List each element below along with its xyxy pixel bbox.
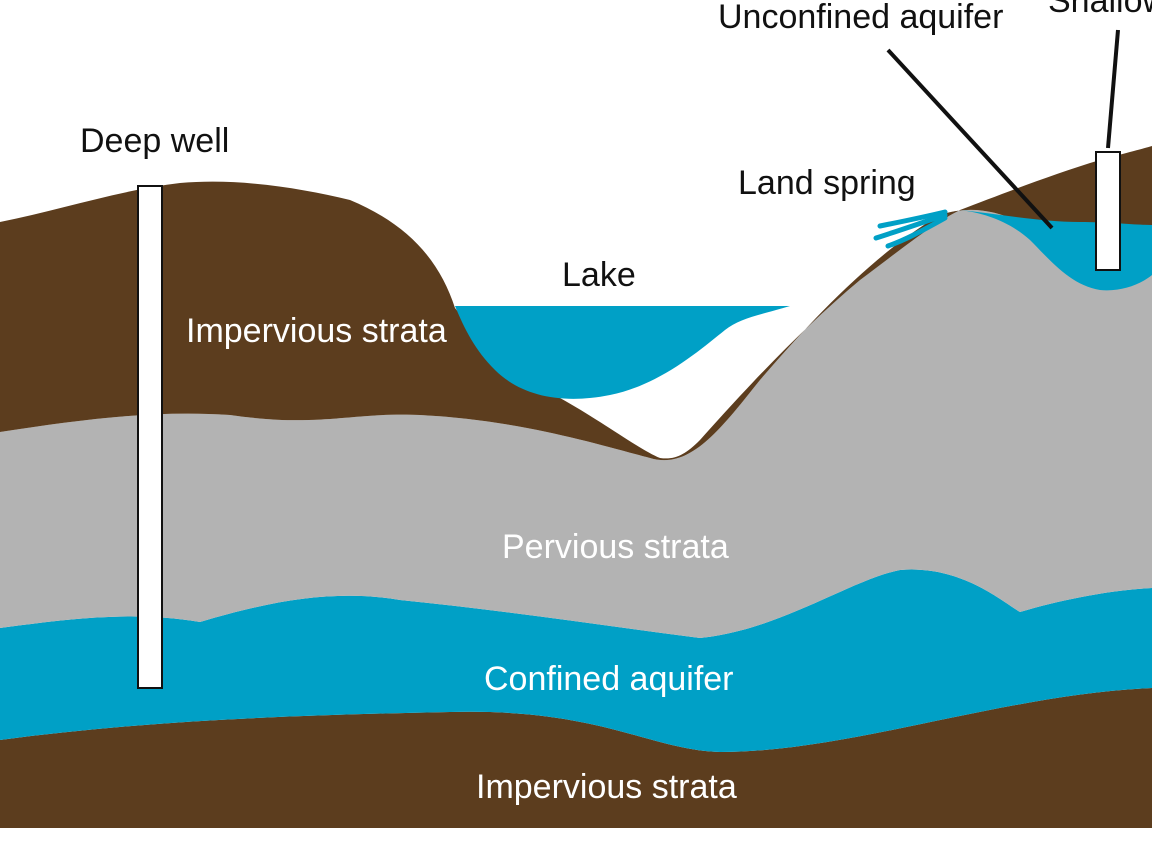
shallow-well-leader [1106,29,1120,149]
unconfined-aquifer-label: Unconfined aquifer [718,0,1003,36]
land-spring-streams [873,209,948,249]
deep-well-label: Deep well [80,122,229,160]
shallow-well-label: Shallow [1048,0,1152,20]
land-spring-label: Land spring [738,164,916,202]
pervious-strata-label: Pervious strata [502,528,729,566]
confined-aquifer-layer [0,569,1152,752]
shallow-well [1095,151,1121,271]
lake-label: Lake [562,256,636,294]
impervious-strata-top-label: Impervious strata [186,312,447,350]
deep-well [137,185,163,689]
impervious-strata-bottom-label: Impervious strata [476,768,737,806]
lake-water [455,306,790,399]
pervious-strata-layer [0,209,1152,638]
impervious-strata-top-layer [0,146,1152,461]
confined-aquifer-label: Confined aquifer [484,660,734,698]
impervious-strata-bottom-layer [0,688,1152,828]
unconfined-aquifer-leader [886,48,1054,230]
